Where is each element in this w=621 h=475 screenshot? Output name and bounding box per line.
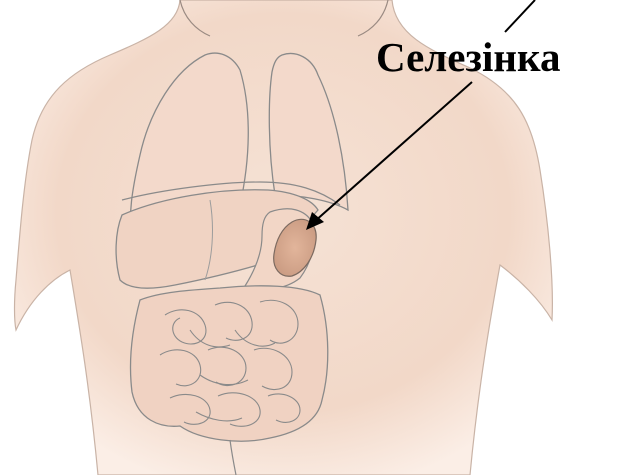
spleen-label: Селезінка (376, 34, 561, 80)
pointer-line-upper (505, 0, 535, 32)
large-intestine (130, 286, 327, 441)
